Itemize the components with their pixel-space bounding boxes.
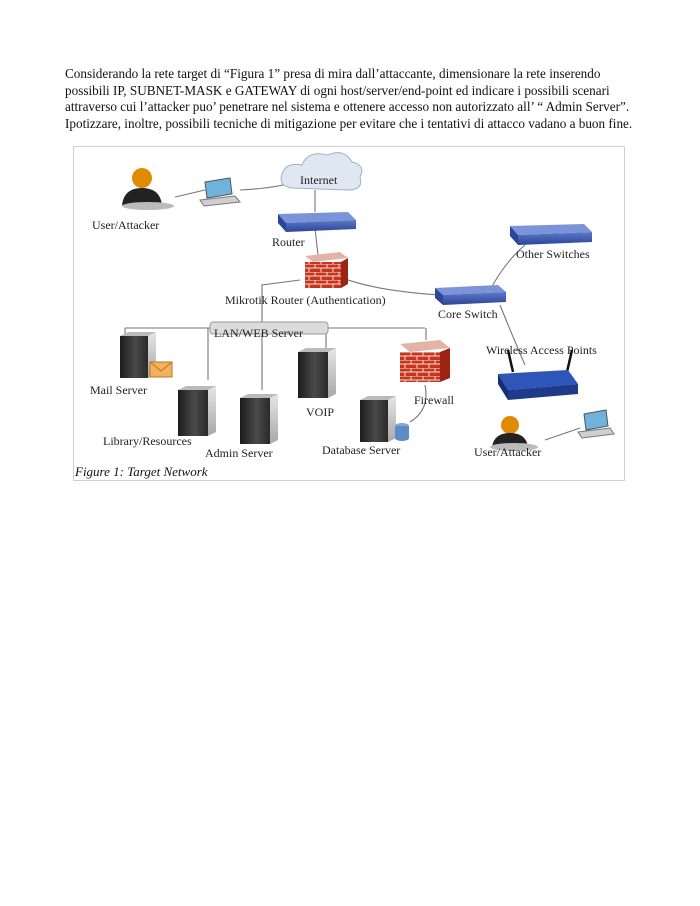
figure-caption: Figure 1: Target Network	[75, 464, 208, 480]
other-switches-icon	[510, 224, 592, 245]
user-attacker-top-icon	[122, 168, 174, 210]
firewall-label: Firewall	[414, 393, 455, 407]
voip-label: VOIP	[306, 405, 334, 419]
firewall-top-icon	[305, 252, 348, 288]
admin-server-label: Admin Server	[205, 446, 273, 460]
laptop-top-icon	[200, 178, 240, 206]
core-switch-label: Core Switch	[438, 307, 498, 321]
user-attacker-top-label: User/Attacker	[92, 218, 159, 232]
firewall-bottom-icon	[400, 340, 450, 382]
library-label: Library/Resources	[103, 434, 192, 448]
other-switches-label: Other Switches	[516, 247, 590, 261]
router-icon	[278, 212, 356, 232]
user-attacker-bottom-label: User/Attacker	[474, 445, 541, 459]
admin-server-icon	[240, 394, 278, 444]
laptop-bottom-icon	[578, 410, 614, 438]
wireless-access-point-icon	[498, 350, 578, 400]
database-server-icon	[360, 396, 409, 442]
voip-server-icon	[298, 348, 336, 398]
database-server-label: Database Server	[322, 443, 400, 457]
mikrotik-label: Mikrotik Router (Authentication)	[225, 293, 386, 307]
mail-server-label: Mail Server	[90, 383, 147, 397]
lan-web-label: LAN/WEB Server	[214, 326, 303, 340]
mail-server-icon	[120, 332, 172, 378]
core-switch-icon	[435, 285, 506, 305]
internet-label: Internet	[300, 173, 338, 187]
library-server-icon	[178, 386, 216, 436]
wireless-label: Wireless Access Points	[486, 343, 597, 357]
router-label: Router	[272, 235, 305, 249]
